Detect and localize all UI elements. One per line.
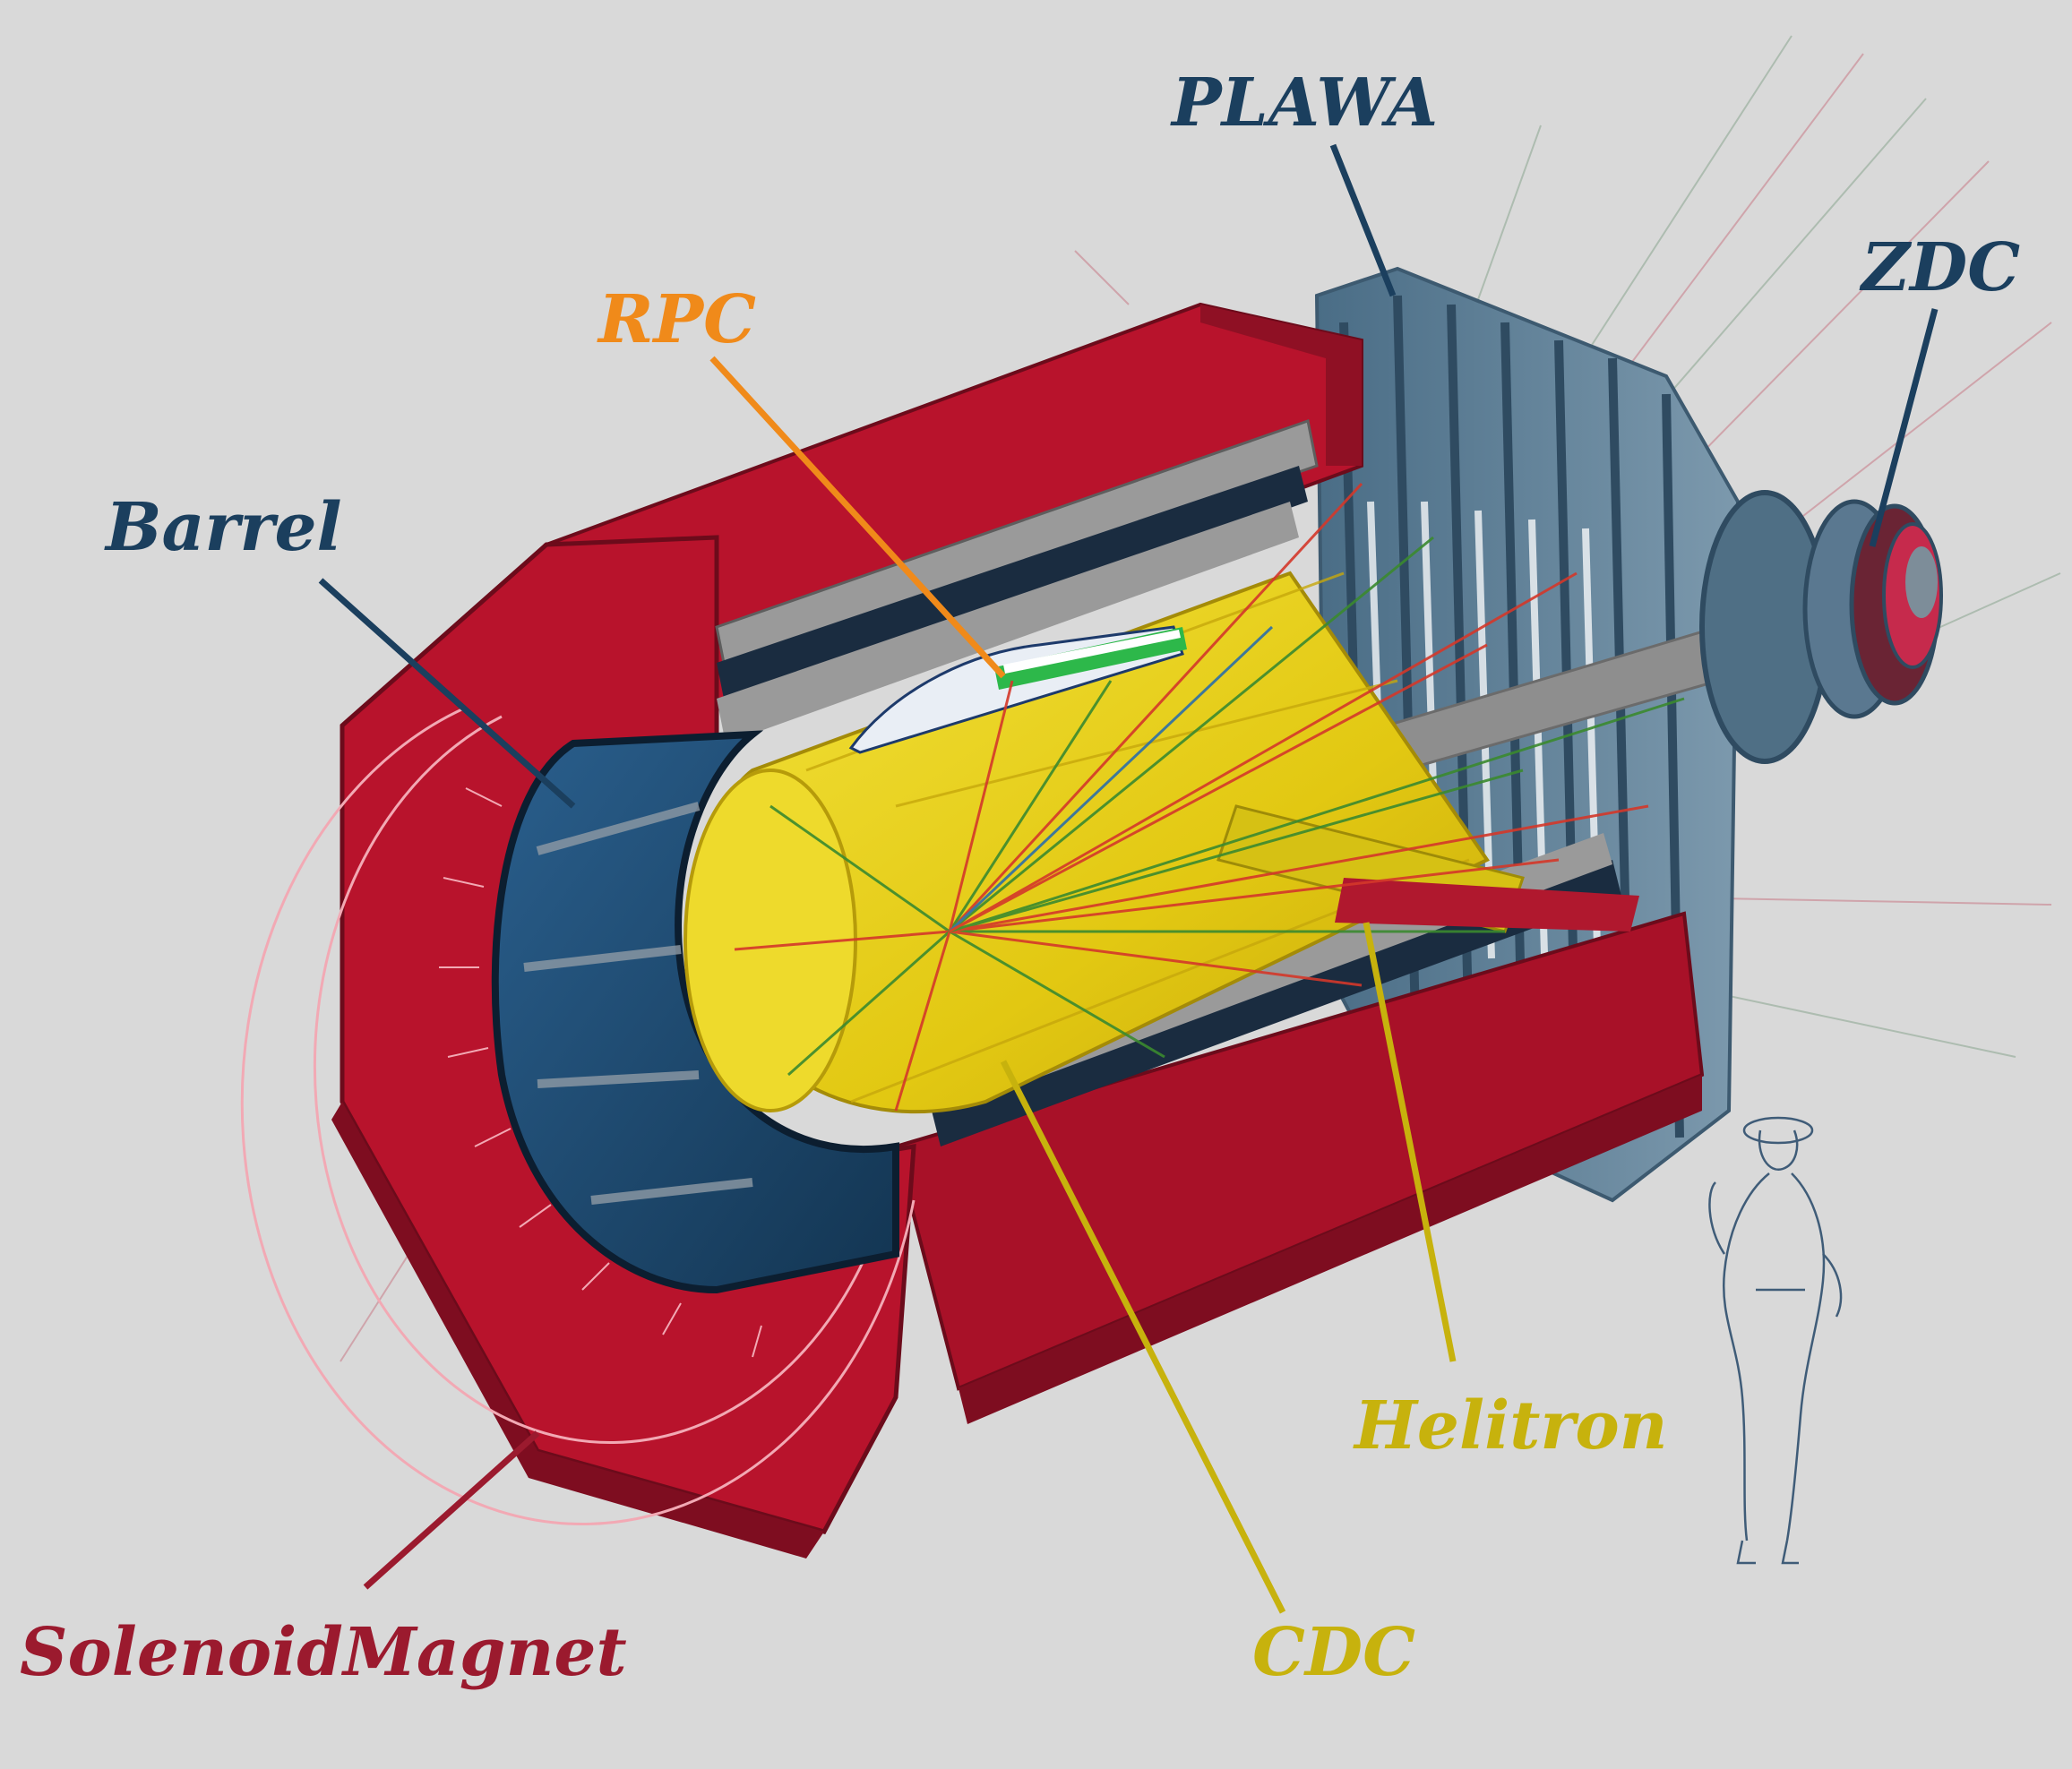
human-figure-scale	[1708, 1116, 1843, 1565]
particle-tracks	[734, 482, 1685, 1112]
label-zdc: ZDC	[1861, 229, 2021, 306]
label-cdc: CDC	[1252, 1614, 1415, 1691]
label-barrel: Barrel	[106, 489, 342, 566]
label-plawa: PLAWA	[1172, 64, 1439, 142]
leader-lines	[318, 143, 1939, 1614]
label-rpc: RPC	[598, 281, 757, 358]
barrel-detector	[491, 730, 899, 1294]
label-solenoid-magnet: SolenoidMagnet	[20, 1614, 627, 1691]
zdc-detector	[1849, 503, 1943, 706]
label-helitron: Helitron	[1354, 1387, 1668, 1464]
rpc-detector	[848, 625, 1187, 754]
